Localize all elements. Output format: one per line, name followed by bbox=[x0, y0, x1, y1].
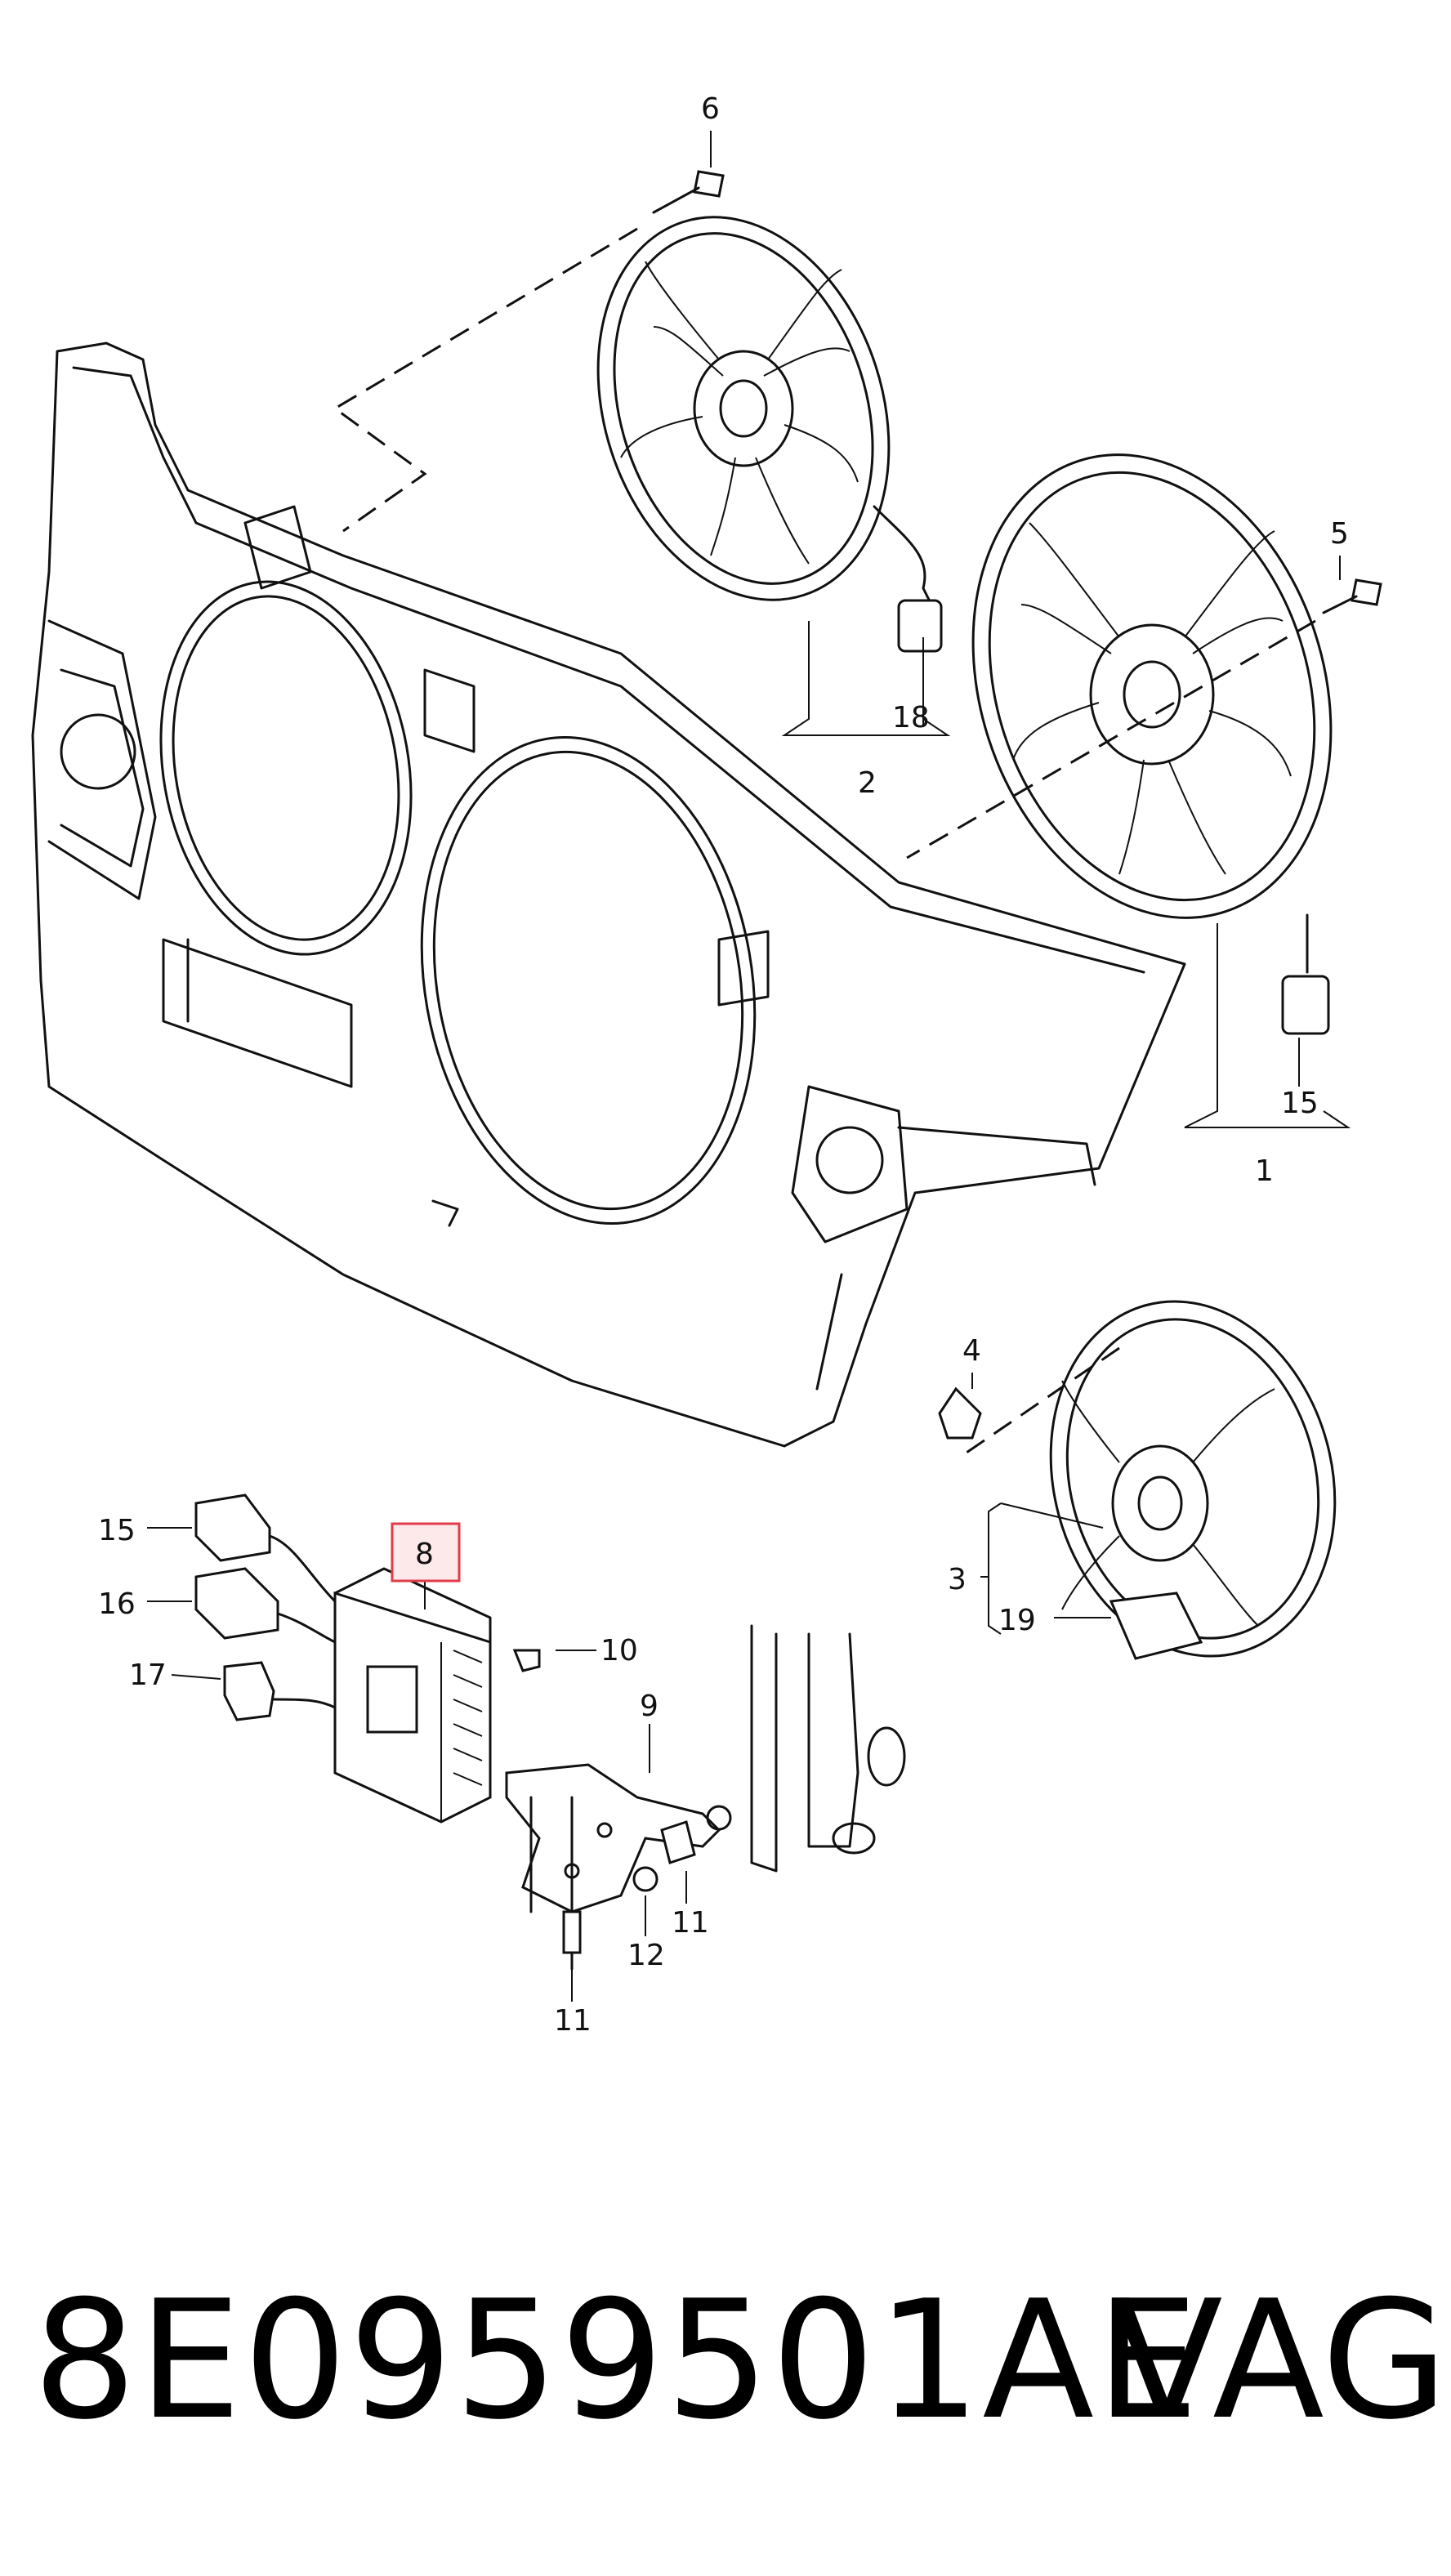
dashed-leaders bbox=[333, 227, 1316, 1456]
label-11-right: 11 bbox=[672, 1906, 709, 1940]
label-17: 17 bbox=[129, 1659, 167, 1692]
label-16: 16 bbox=[98, 1587, 136, 1621]
leader-lines bbox=[147, 131, 1351, 2002]
brand-caption: VAG bbox=[1111, 2266, 1449, 2456]
callout-labels: 6 5 18 2 15 1 4 3 19 15 16 17 8 10 9 11 … bbox=[98, 92, 1349, 2038]
label-3: 3 bbox=[948, 1563, 967, 1596]
radiator-end bbox=[750, 1624, 906, 1873]
label-8: 8 bbox=[415, 1538, 434, 1571]
wiring-connectors bbox=[194, 1493, 337, 1721]
label-6: 6 bbox=[701, 92, 720, 126]
label-9: 9 bbox=[640, 1690, 659, 1723]
lower-fan-assembly bbox=[971, 453, 1333, 1035]
label-15-bottom: 15 bbox=[98, 1514, 136, 1547]
screws bbox=[652, 170, 1382, 614]
label-2: 2 bbox=[858, 766, 877, 800]
highlight-box bbox=[391, 1522, 461, 1583]
fan-control-module bbox=[333, 1567, 492, 1824]
label-11-bottom: 11 bbox=[554, 2004, 592, 2038]
label-10: 10 bbox=[600, 1634, 638, 1667]
label-15-top: 15 bbox=[1281, 1087, 1319, 1120]
part-number-caption: 8E0959501AE bbox=[33, 2266, 1201, 2456]
parts-diagram: 6 5 18 2 15 1 4 3 19 15 16 17 8 10 9 11 … bbox=[31, 92, 1382, 2038]
mounting-bracket bbox=[505, 1649, 732, 1971]
upper-fan-assembly bbox=[596, 216, 943, 653]
label-18: 18 bbox=[892, 701, 930, 734]
radiator-support-frame bbox=[31, 342, 1186, 1448]
small-fan-assembly bbox=[938, 1300, 1337, 1660]
label-19: 19 bbox=[998, 1604, 1036, 1637]
label-1: 1 bbox=[1255, 1154, 1274, 1188]
label-4: 4 bbox=[962, 1334, 981, 1368]
label-12: 12 bbox=[627, 1939, 665, 1972]
label-5: 5 bbox=[1330, 517, 1349, 551]
